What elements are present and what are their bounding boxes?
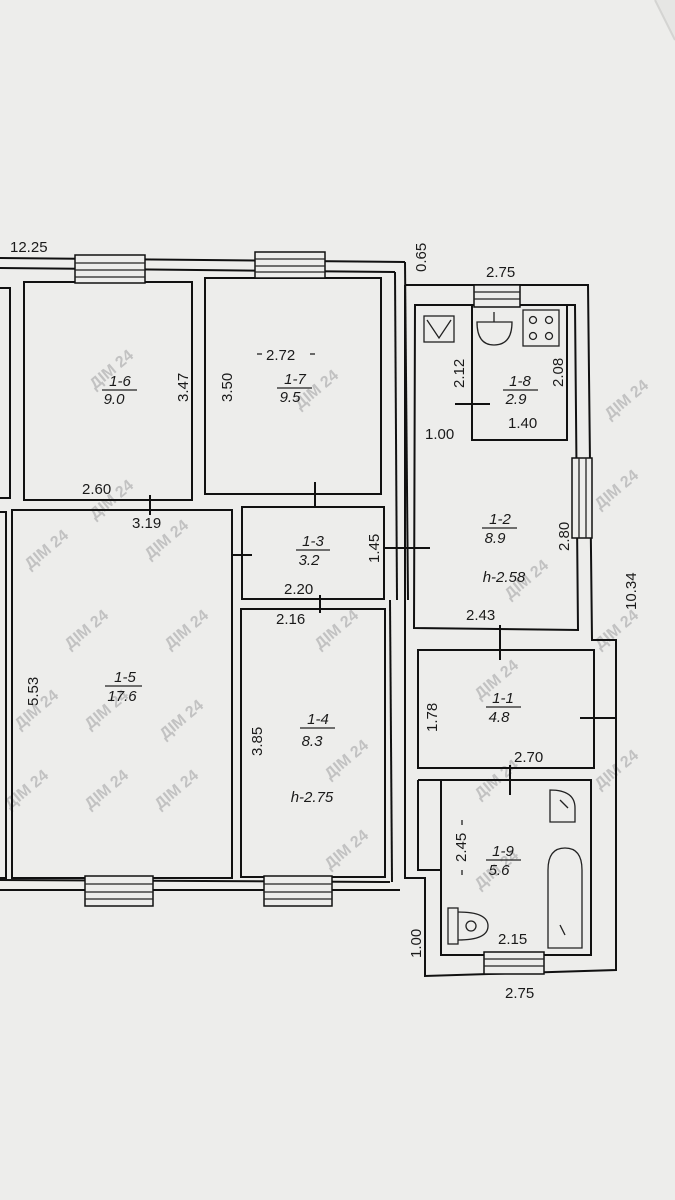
r5-height-label: 5.53 bbox=[25, 677, 42, 706]
r6-width-label: 2.60 bbox=[82, 481, 111, 498]
room-1-9-number: 1-9 bbox=[492, 843, 514, 860]
r2-height-label: 2.80 bbox=[556, 522, 573, 551]
r4-height-label: 3.85 bbox=[249, 727, 266, 756]
paper-edge bbox=[654, 0, 675, 41]
r8-left-width-label: 1.00 bbox=[425, 426, 454, 443]
r3-height-label: 1.45 bbox=[366, 534, 383, 563]
r1-height-label: 1.78 bbox=[424, 703, 441, 732]
window-annex-top bbox=[473, 284, 521, 308]
window-annex-right bbox=[571, 457, 593, 539]
room-labels: 1-6 9.0 1-7 9.5 1-5 17.6 1-3 3.2 1-4 8.3… bbox=[102, 371, 538, 879]
window-top-center bbox=[254, 251, 326, 279]
r7-height-label: 3.50 bbox=[219, 373, 236, 402]
r8-height-right-label: 2.08 bbox=[550, 358, 567, 387]
room-1-1-number: 1-1 bbox=[492, 690, 514, 707]
r9-width-label: 2.15 bbox=[498, 931, 527, 948]
window-bottom-center bbox=[263, 875, 333, 907]
room-1-6-number: 1-6 bbox=[109, 373, 131, 390]
room-1-2-ceiling: h-2.58 bbox=[483, 569, 526, 586]
window-bottom-left bbox=[84, 875, 154, 907]
room-1-4-number: 1-4 bbox=[307, 711, 329, 728]
basin-icon bbox=[476, 312, 513, 346]
r6-height-label: 3.47 bbox=[175, 373, 192, 402]
room-1-2-area: 8.9 bbox=[485, 530, 507, 547]
room-1-7-area: 9.5 bbox=[280, 389, 302, 406]
r5-width-label: 3.19 bbox=[132, 515, 161, 532]
room-1-3-number: 1-3 bbox=[302, 533, 324, 550]
window-annex-bottom bbox=[483, 951, 545, 975]
room-1-1 bbox=[417, 649, 595, 769]
r2-width-label: 2.43 bbox=[466, 607, 495, 624]
r8-height-label: 2.12 bbox=[451, 359, 468, 388]
door-marks bbox=[149, 403, 615, 795]
washbasin-icon bbox=[549, 789, 576, 823]
r7-width-label: 2.72 bbox=[266, 347, 295, 364]
r1-width-label: 2.70 bbox=[514, 749, 543, 766]
bottom-step-label: 1.00 bbox=[408, 929, 425, 958]
overall-width-label: 12.25 bbox=[10, 239, 48, 256]
room-1-3 bbox=[241, 506, 385, 600]
window-top-left bbox=[74, 254, 146, 284]
sink-icon bbox=[423, 315, 455, 343]
r3-width-label: 2.20 bbox=[284, 581, 313, 598]
room-1-6-area: 9.0 bbox=[104, 391, 126, 408]
room-1-1-area: 4.8 bbox=[489, 709, 511, 726]
toilet-icon bbox=[447, 907, 489, 945]
partial-room-left bbox=[0, 287, 11, 499]
room-1-8-number: 1-8 bbox=[509, 373, 531, 390]
stove-icon bbox=[522, 309, 560, 347]
r9-height-label: 2.45 bbox=[453, 833, 470, 862]
dimension-labels: 12.25 0.65 2.75 2.75 10.34 1.00 2.60 3.4… bbox=[10, 239, 640, 1002]
room-1-2-number: 1-2 bbox=[489, 511, 511, 528]
room-1-5-area: 17.6 bbox=[107, 688, 137, 705]
annex-width-top-label: 2.75 bbox=[486, 264, 515, 281]
room-1-3-area: 3.2 bbox=[299, 552, 321, 569]
r8-width-label: 1.40 bbox=[508, 415, 537, 432]
room-1-8-area: 2.9 bbox=[505, 391, 528, 408]
room-1-5-number: 1-5 bbox=[114, 669, 136, 686]
outer-wall-label: 0.65 bbox=[413, 243, 430, 272]
room-1-9-area: 5.6 bbox=[489, 862, 511, 879]
annex-width-bottom-label: 2.75 bbox=[505, 985, 534, 1002]
room-1-4-area: 8.3 bbox=[302, 733, 324, 750]
r4-width-label: 2.16 bbox=[276, 611, 305, 628]
windows bbox=[74, 251, 593, 975]
annex-length-label: 10.34 bbox=[623, 572, 640, 610]
room-1-4-ceiling: h-2.75 bbox=[291, 789, 334, 806]
bathtub-icon bbox=[547, 847, 583, 949]
room-1-7-number: 1-7 bbox=[284, 371, 306, 388]
